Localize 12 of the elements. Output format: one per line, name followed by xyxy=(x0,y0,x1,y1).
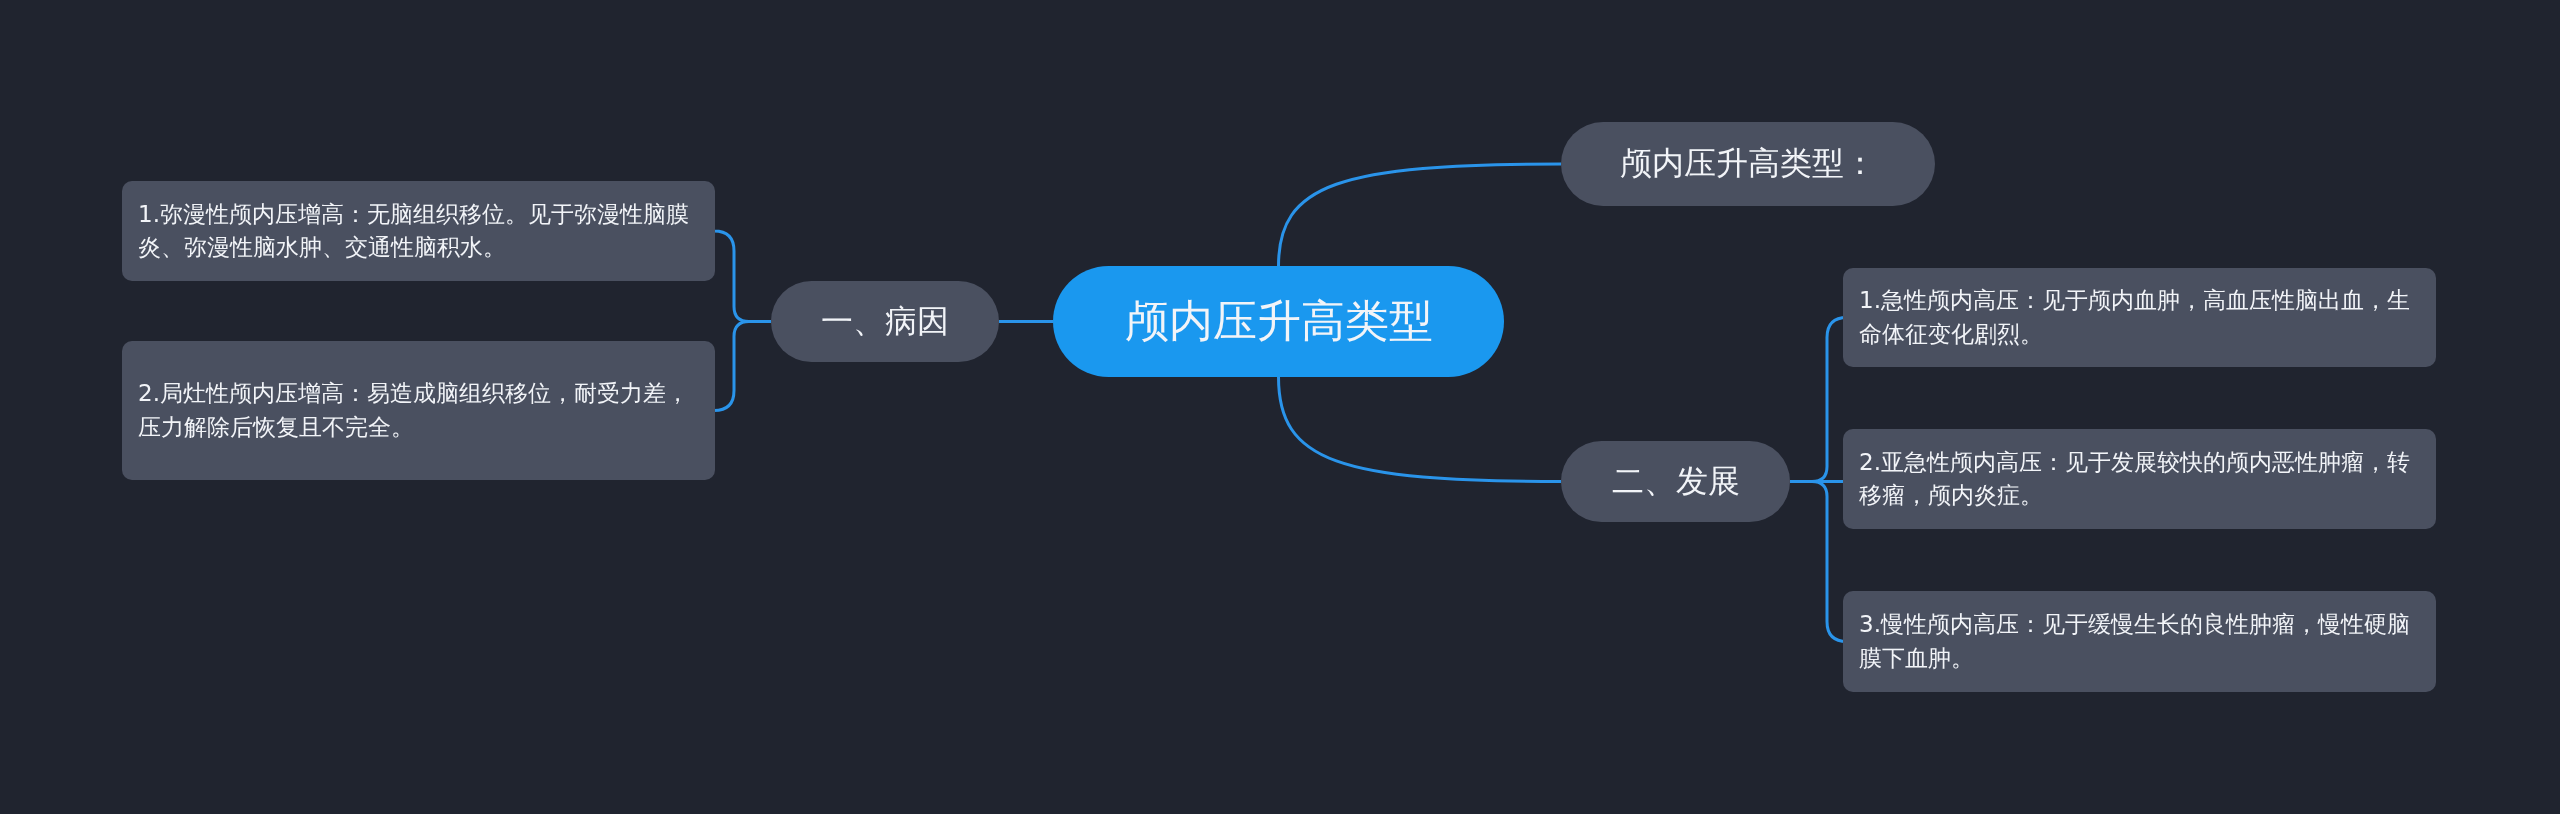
topic-bubble: 颅内压升高类型： xyxy=(1561,122,1935,206)
connector-line xyxy=(1277,376,1561,483)
connector-line xyxy=(1277,162,1561,267)
note-card: 1.弥漫性颅内压增高：无脑组织移位。见于弥漫性脑膜炎、弥漫性脑水肿、交通性脑积水。 xyxy=(122,181,715,281)
connector-line xyxy=(999,320,1053,323)
note-card: 1.急性颅内高压：见于颅内血肿，高血压性脑出血，生命体征变化剧烈。 xyxy=(1843,268,2436,367)
note-card: 2.局灶性颅内压增高：易造成脑组织移位，耐受力差，压力解除后恢复且不完全。 xyxy=(122,341,715,480)
topic-bubble: 一、病因 xyxy=(771,281,999,362)
note-card: 2.亚急性颅内高压：见于发展较快的颅内恶性肿瘤，转移瘤，颅内炎症。 xyxy=(1843,429,2436,529)
central-topic: 颅内压升高类型 xyxy=(1053,266,1504,377)
note-card: 3.慢性颅内高压：见于缓慢生长的良性肿瘤，慢性硬脑膜下血肿。 xyxy=(1843,591,2436,692)
topic-bubble: 二、发展 xyxy=(1561,441,1790,522)
